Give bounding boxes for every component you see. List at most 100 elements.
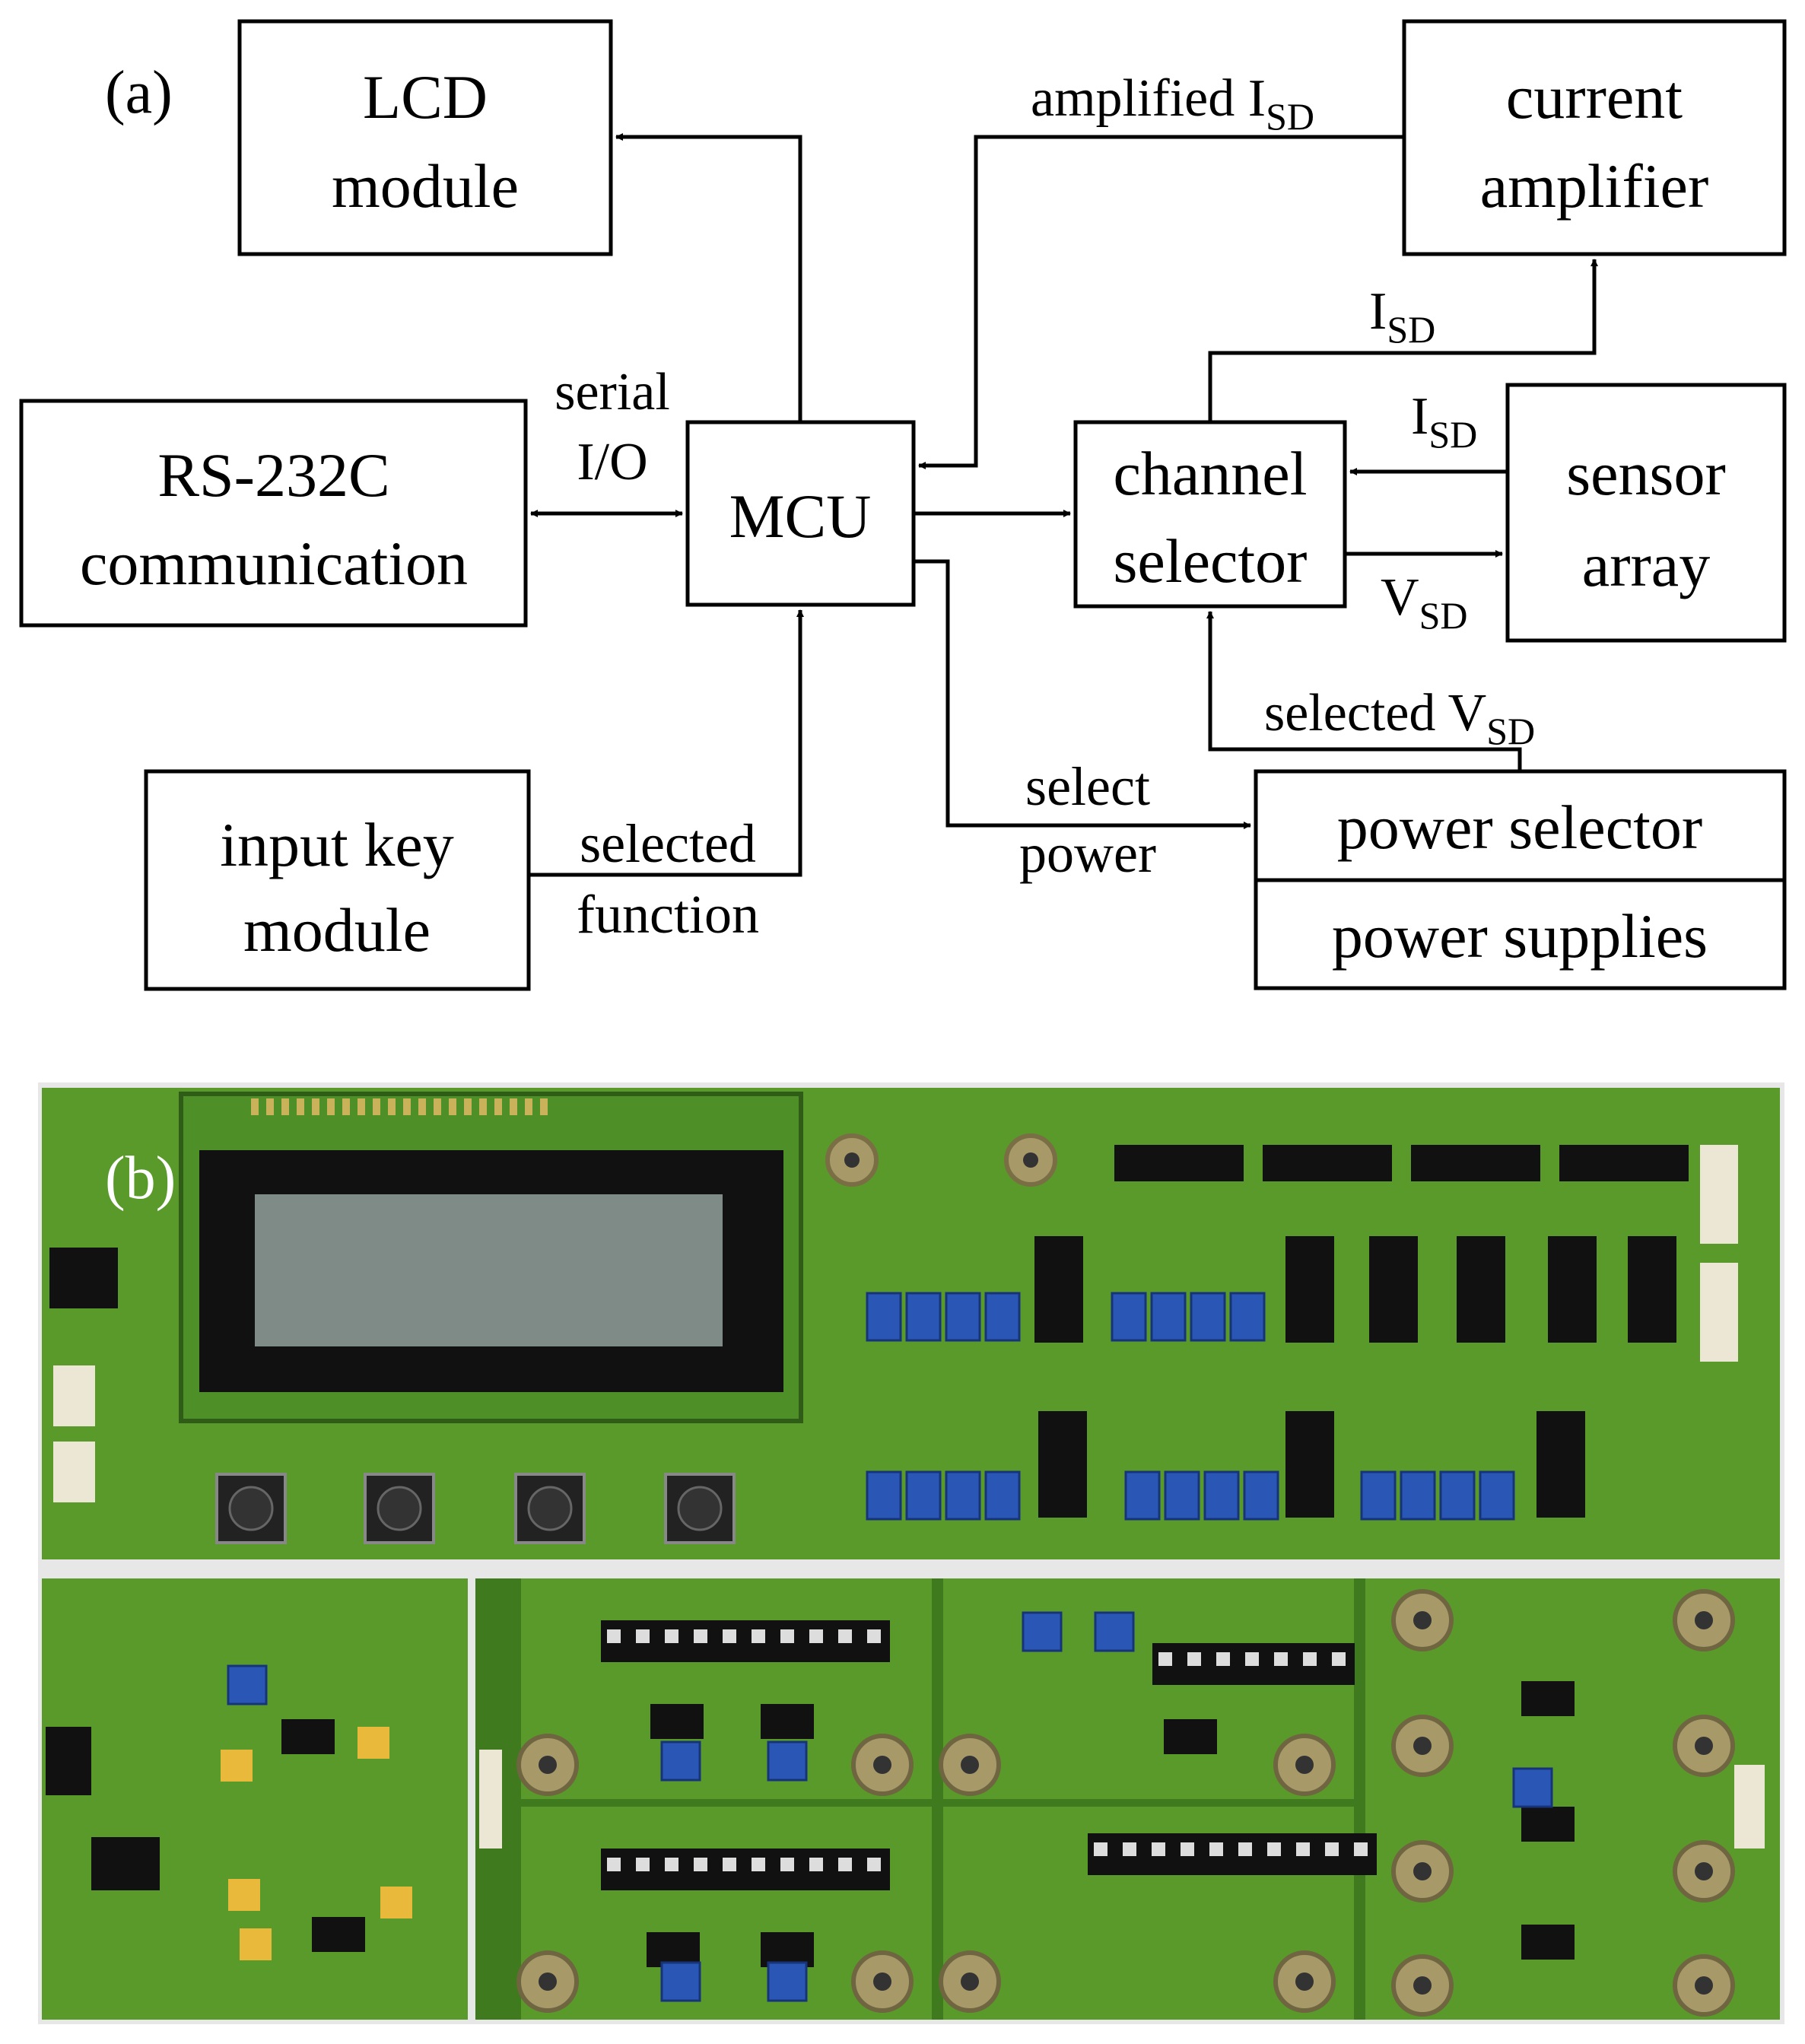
bnc-connector-pin: [1023, 1152, 1038, 1168]
panel-b-label: (b): [105, 1145, 176, 1212]
trimmer-pot: [945, 1292, 981, 1342]
power-selector-to-channel-selector-arrow: [1206, 611, 1522, 771]
trimmer-pot: [866, 1292, 902, 1342]
channel-selector-block: channel selector: [1073, 420, 1347, 609]
amp-to-mcu-arrow: [918, 135, 1404, 469]
dip-switch-toggle: [723, 1629, 736, 1643]
trimmer-pot: [1190, 1292, 1226, 1342]
dip-switch-toggle: [1325, 1842, 1339, 1856]
sensor-array-line1: sensor: [1566, 439, 1726, 508]
dip-switch-toggle: [1187, 1652, 1201, 1666]
sensor-array-line2: array: [1582, 530, 1710, 599]
channel-selector-line2: selector: [1114, 526, 1308, 596]
input-key-line2: module: [243, 895, 431, 965]
dip-switch-toggle: [723, 1858, 736, 1871]
tantalum-capacitor: [228, 1879, 260, 1911]
dip-switch-toggle: [1181, 1842, 1194, 1856]
trimmer-pot: [1512, 1767, 1553, 1808]
bnc-connector-pin: [1413, 1737, 1432, 1755]
dip-switch-toggle: [752, 1629, 765, 1643]
dip-switch-toggle: [694, 1629, 707, 1643]
dip-switch-toggle: [607, 1858, 621, 1871]
rs232c-block: RS-232C communication: [19, 399, 528, 628]
lcd-header-pin: [464, 1098, 472, 1115]
bnc-connector-pin: [1413, 1611, 1432, 1629]
bnc-connector-pin: [1695, 1976, 1713, 1995]
lcd-header-pin: [342, 1098, 350, 1115]
trimmer-pot: [984, 1292, 1021, 1342]
selected-function-label-1: selected: [580, 813, 756, 874]
lcd-header-pin: [479, 1098, 487, 1115]
lcd-header-pin: [358, 1098, 365, 1115]
lcd-header-pin: [281, 1098, 289, 1115]
mcu-to-power-selector-arrow: [914, 559, 1251, 829]
lcd-module-line2: module: [332, 151, 519, 221]
current-amp-line2: amplifier: [1480, 151, 1709, 221]
lcd-module-line1: LCD: [363, 62, 488, 132]
relay: [1114, 1145, 1244, 1181]
ic-chip: [1164, 1719, 1217, 1754]
dip-switch-toggle: [1296, 1842, 1310, 1856]
trimmer-pot: [1439, 1470, 1476, 1521]
relay: [1628, 1236, 1676, 1343]
dip-switch-toggle: [838, 1629, 852, 1643]
relay: [1411, 1145, 1540, 1181]
dip-switch-toggle: [1094, 1842, 1107, 1856]
bnc-connector-pin: [1413, 1862, 1432, 1880]
dip-switch-toggle: [1303, 1652, 1317, 1666]
push-button-cap: [377, 1486, 422, 1531]
relay: [1034, 1236, 1083, 1343]
ic-chip: [1521, 1681, 1575, 1716]
trimmer-pot: [660, 1961, 701, 2002]
dip-switch-toggle: [780, 1629, 794, 1643]
lcd-header-pin: [418, 1098, 426, 1115]
dip-switch-toggle: [1354, 1842, 1368, 1856]
ic-chip: [650, 1704, 704, 1739]
input-key-to-mcu-arrow: [529, 609, 804, 877]
dip-switch-toggle: [867, 1858, 881, 1871]
trimmer-pot: [905, 1292, 942, 1342]
channel-selector-to-amp-arrow: [1208, 259, 1598, 422]
selected-vsd-label: selected VSD: [1264, 684, 1535, 752]
trimmer-pot: [1150, 1292, 1187, 1342]
relay: [1285, 1411, 1334, 1518]
bnc-connector-pin: [1695, 1611, 1713, 1629]
dip-switch-toggle: [867, 1629, 881, 1643]
tantalum-capacitor: [380, 1887, 412, 1918]
lcd-header-pin: [251, 1098, 259, 1115]
lcd-header-pin: [388, 1098, 396, 1115]
bnc-connector-pin: [961, 1756, 979, 1774]
push-button-cap: [228, 1486, 274, 1531]
sensor-array-block: sensor array: [1505, 383, 1787, 643]
tantalum-capacitor: [221, 1750, 253, 1782]
trimmer-pot: [1229, 1292, 1266, 1342]
trimmer-pot: [227, 1664, 268, 1705]
rs232c-line2: communication: [80, 529, 468, 598]
bnc-connector-pin: [961, 1972, 979, 1991]
mcu-block: MCU: [685, 420, 916, 607]
lcd-header-pin: [312, 1098, 319, 1115]
push-button-cap: [527, 1486, 573, 1531]
ic-chip: [312, 1917, 365, 1952]
dip-switch-toggle: [1238, 1842, 1252, 1856]
dip-switch-toggle: [1332, 1652, 1346, 1666]
bnc-connector-pin: [1295, 1972, 1314, 1991]
dip-switch-toggle: [1152, 1842, 1165, 1856]
amplified-isd-label: amplified ISD: [1031, 69, 1314, 138]
mcu-label: MCU: [729, 482, 872, 551]
relay: [1559, 1145, 1689, 1181]
trimmer-pot: [1203, 1470, 1240, 1521]
selected-function-label-2: function: [577, 884, 759, 945]
power-block: power selector power supplies: [1254, 769, 1787, 990]
lcd-header-pin: [266, 1098, 274, 1115]
trimmer-pot: [1124, 1470, 1161, 1521]
current-amp-line1: current: [1506, 62, 1683, 132]
trimmer-pot: [767, 1961, 808, 2002]
bnc-connector-pin: [1413, 1976, 1432, 1995]
lcd-header-pin: [494, 1098, 502, 1115]
voltage-regulator: [91, 1837, 160, 1890]
connector: [1700, 1263, 1738, 1362]
power-selector-label: power selector: [1337, 793, 1702, 862]
panel-a-label: (a): [105, 59, 173, 126]
